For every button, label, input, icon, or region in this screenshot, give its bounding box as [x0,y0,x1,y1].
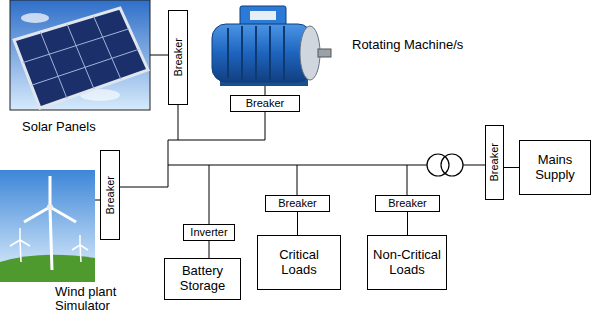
rotating-machine-picture-part [241,26,243,80]
bus-wires-part [407,165,408,195]
wire-connector [504,167,519,168]
wind-turbine-picture-part [50,208,52,270]
box-text: Breaker [246,97,285,110]
box-text: Critical Loads [261,248,337,278]
wind-turbine-picture-part [79,235,81,245]
rotating-machine-picture-part [318,49,331,57]
rotating-machine-picture [212,6,331,86]
bus-wires-part [265,112,266,140]
wire-connector [209,241,210,258]
label-text: Solar Panels [22,119,96,134]
wire-line [209,241,210,258]
box-text: Breaker [104,176,117,215]
transformer-symbol-part [427,154,449,176]
picture-label: Rotating Machine/s [352,38,482,52]
box-text: Non-Critical Loads [371,248,443,278]
load-box: Critical Loads [257,235,341,290]
wind-turbine-picture-part [24,207,50,222]
bus-wires [95,55,485,224]
solar-panel-picture-part [21,13,49,23]
wind-turbine-picture-part [72,245,80,250]
battery-box: Battery Storage [164,258,241,300]
wind-turbine-picture-part [47,204,53,210]
solar-panel-picture-part [41,32,68,99]
bus-wires-part [168,140,265,141]
load-box: Non-Critical Loads [367,235,447,290]
picture-label: Solar Panels [22,120,132,134]
bus-wires-part [120,187,168,188]
wind-turbine-picture-part [50,207,76,222]
wind-turbine-picture-part [0,170,95,282]
rotating-machine-picture-part [283,26,285,80]
bus-wires-part [178,105,179,140]
wind-turbine-picture-part [80,245,88,250]
rotating-machine-picture-part [227,28,229,78]
bus-wires-part [209,165,210,224]
rotating-machine-picture-part [212,24,312,82]
bus-wires-part [168,140,169,187]
box-text: Breaker [488,143,501,182]
bus-wires-part [265,86,266,95]
breaker-box: Breaker [230,95,300,112]
breaker-box: Breaker [100,150,120,240]
solar-panel-picture-part [14,8,148,108]
wire-line [297,212,298,235]
rotating-machine-picture-part [269,26,271,80]
box-text: Battery Storage [168,264,237,294]
solar-panel-picture-part [94,16,122,80]
box-text: Mains Supply [523,153,587,183]
wind-turbine-picture-part [49,176,52,207]
inverter-box: Inverter [183,224,235,241]
transformer-symbol [427,154,463,176]
solar-panel-picture-part [31,49,138,85]
wind-turbine-picture-part [10,240,20,246]
rotating-machine-picture-part [255,26,257,80]
breaker-box: Breaker [485,125,504,200]
solar-panel-picture-part [10,0,150,110]
rotating-machine-picture-part [300,26,320,80]
label-text: Wind plant Simulator [55,284,116,313]
breaker-box: Breaker [375,195,440,212]
wind-turbine-picture-part [20,240,21,262]
breaker-box: Breaker [265,195,330,212]
transformer-symbol-part [441,154,463,176]
bus-wires-part [297,165,298,195]
supply-box: Mains Supply [519,140,591,195]
wind-turbine-picture-part [19,228,21,240]
bus-wires-part [463,165,485,166]
solar-panel-picture [10,0,150,110]
wire-connector [407,212,408,235]
box-text: Breaker [278,197,317,210]
rotating-machine-picture-part [250,11,276,20]
box-text: Breaker [172,38,185,77]
solar-panel-picture-part [67,24,94,89]
wire-connector [297,212,298,235]
wind-turbine-picture [0,170,95,282]
wind-turbine-picture-part [20,240,30,246]
box-text: Breaker [388,197,427,210]
label-text: Rotating Machine/s [352,37,463,52]
wire-line [407,212,408,235]
wind-turbine-picture-part [80,245,81,262]
rotating-machine-picture-part [240,6,286,26]
box-text: Inverter [190,226,227,239]
breaker-box: Breaker [168,10,188,105]
wire-line [504,167,519,168]
bus-wires-part [150,55,168,56]
picture-label: Wind plant Simulator [55,285,127,313]
